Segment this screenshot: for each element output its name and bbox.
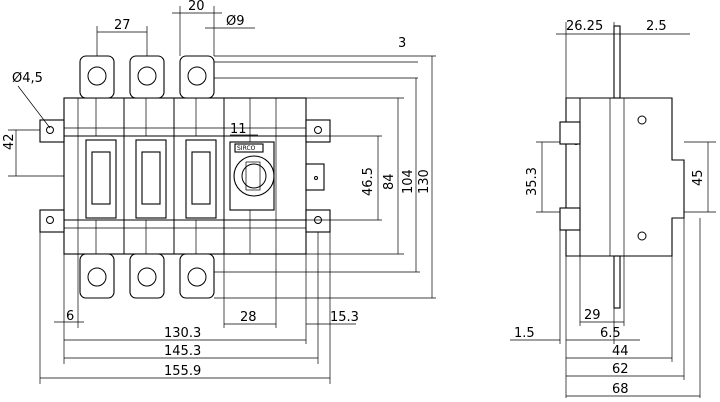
dim-terminal-width: 20 [188,0,205,14]
mount-bracket-top-right [305,119,331,143]
dim-145-3: 145.3 [164,344,201,359]
dim-35-3: 35.3 [525,167,540,196]
side-body [565,97,685,257]
dim-hole: Ø9 [226,14,245,29]
mount-bracket-bottom-left [39,209,65,233]
dim-130-3: 130.3 [164,326,201,341]
side-view: 26.25 2.5 35.3 45 29 1.5 6.5 44 62 68 [510,19,716,398]
dim-29: 29 [584,308,601,323]
side-clip-bottom [559,207,581,231]
dim-6-5: 6.5 [600,326,621,341]
front-view: SIRCO 27 20 Ø9 3 Ø4,5 42 11 [2,0,436,384]
dim-1-5: 1.5 [514,326,535,341]
side-terminal-bottom [613,255,621,309]
dim-offset-top: 3 [398,36,406,51]
dim-2-5: 2.5 [646,19,667,34]
terminal-bottom-1 [79,253,115,299]
dim-68: 68 [612,382,629,397]
terminal-top-3 [179,55,215,99]
dim-handle: 11 [230,122,247,137]
dim-46-5: 46.5 [361,167,376,196]
mount-bracket-bottom-right [305,209,331,233]
dim-44: 44 [612,344,629,359]
dim-155-9: 155.9 [164,364,201,379]
dim-6: 6 [66,309,74,324]
dim-mount-hole: Ø4,5 [12,71,43,86]
terminal-bottom-2 [129,253,165,299]
dim-pitch: 27 [114,18,131,33]
side-clip-top [559,121,581,145]
terminal-top-1 [79,55,115,99]
dim-28: 28 [240,310,257,325]
rotary-handle [233,155,275,197]
dim-104: 104 [401,169,416,194]
dim-45: 45 [691,169,706,186]
dim-mount-height: 42 [2,133,17,150]
terminal-top-2 [129,55,165,99]
brand-label: SIRCO [237,145,256,152]
dim-130: 130 [417,169,432,194]
dim-26-25: 26.25 [566,19,603,34]
dim-15-3: 15.3 [330,310,359,325]
dim-62: 62 [612,362,629,377]
terminal-bottom-3 [179,253,215,299]
dim-84: 84 [382,173,397,190]
side-terminal-top [613,25,621,99]
mount-bracket-top-left [39,119,65,143]
